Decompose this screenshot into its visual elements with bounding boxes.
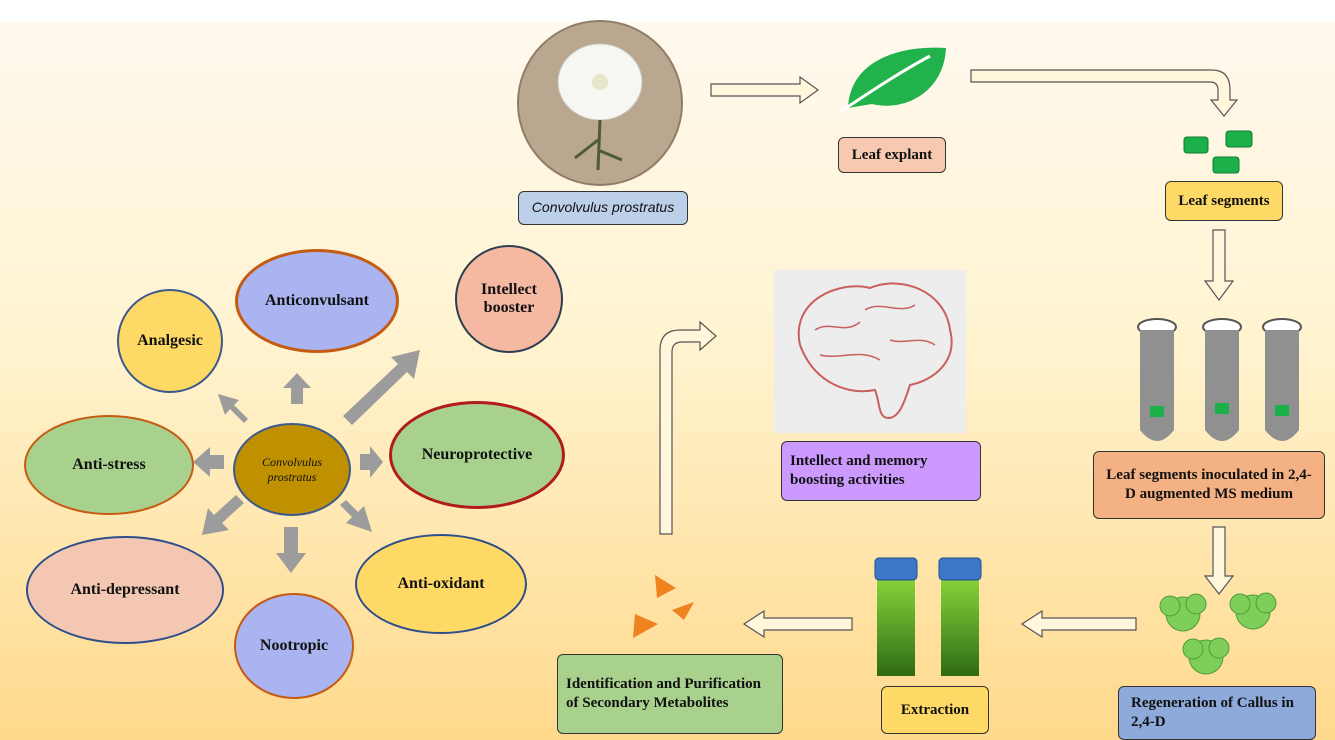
oval-anti-depressant: Anti-depressant	[26, 536, 224, 644]
intellect-booster-text: Intellect booster	[481, 281, 537, 316]
extraction-tubes-icon	[874, 557, 982, 676]
oval-anti-oxidant: Anti-oxidant	[355, 534, 527, 634]
arrow-to-anti-depressant	[202, 495, 244, 535]
flow-arrows	[659, 69, 1239, 639]
leaf-explant-label: Leaf explant	[838, 137, 946, 173]
plant-label-text: Convolvulus prostratus	[531, 199, 675, 216]
identification-label: Identification and Purification of Secon…	[557, 654, 783, 734]
oval-anti-stress: Anti-stress	[24, 415, 194, 515]
arrow-leaf-to-segments	[970, 69, 1239, 117]
oval-analgesic: Analgesic	[117, 289, 223, 393]
inoculated-text: Leaf segments inoculated in 2,4-D augmen…	[1106, 467, 1312, 502]
leaf-segments-icon	[1183, 130, 1253, 174]
analgesic-text: Analgesic	[137, 332, 203, 349]
arrow-to-anti-oxidant	[340, 500, 372, 532]
center-text: Convolvulus prostratus	[262, 454, 322, 484]
inoculated-label: Leaf segments inoculated in 2,4-D augmen…	[1093, 451, 1325, 519]
arrow-to-analgesic	[218, 394, 248, 423]
leaf-icon	[839, 47, 946, 114]
callus-label: Regeneration of Callus in 2,4-D	[1118, 686, 1316, 740]
anti-oxidant-text: Anti-oxidant	[397, 575, 485, 592]
flower-image	[517, 20, 683, 186]
callus-text: Regeneration of Callus in 2,4-D	[1131, 695, 1294, 730]
arrow-segments-to-tubes	[1203, 229, 1235, 302]
intellect-memory-label: Intellect and memory boosting activities	[781, 441, 981, 501]
arrow-callus-to-extraction	[1020, 609, 1137, 639]
anti-stress-text: Anti-stress	[72, 456, 146, 473]
anticonvulsant-text: Anticonvulsant	[264, 292, 370, 309]
identification-text: Identification and Purification of Secon…	[566, 676, 762, 711]
oval-neuroprotective: Neuroprotective	[389, 401, 565, 509]
arrow-extraction-to-metabolites	[742, 609, 853, 639]
arrow-to-neuroprotective	[360, 446, 383, 478]
callus-icon	[1159, 592, 1277, 675]
arrow-tubes-to-callus	[1203, 526, 1235, 595]
leaf-explant-text: Leaf explant	[851, 146, 933, 163]
anti-depressant-text: Anti-depressant	[70, 581, 180, 598]
brain-image	[774, 270, 966, 433]
arrow-to-nootropic	[276, 527, 306, 573]
oval-intellect-booster: Intellect booster	[455, 245, 563, 353]
radial-arrows	[193, 350, 420, 573]
extraction-text: Extraction	[900, 701, 970, 718]
arrow-to-anti-stress	[193, 447, 224, 477]
center-oval: Convolvulus prostratus	[233, 423, 351, 516]
leaf-segments-text: Leaf segments	[1178, 192, 1270, 209]
metabolites-icon	[633, 575, 694, 638]
arrow-plant-to-leaf	[710, 75, 820, 105]
plant-label: Convolvulus prostratus	[518, 191, 688, 225]
extraction-label: Extraction	[881, 686, 989, 734]
nootropic-text: Nootropic	[259, 637, 329, 654]
intellect-memory-text: Intellect and memory boosting activities	[790, 453, 928, 488]
leaf-segments-label: Leaf segments	[1165, 181, 1283, 221]
arrow-to-anticonvulsant	[283, 373, 311, 404]
test-tubes-icon	[1137, 318, 1302, 441]
arrow-to-intellect-booster	[343, 350, 420, 425]
oval-nootropic: Nootropic	[234, 593, 354, 699]
oval-anticonvulsant: Anticonvulsant	[235, 249, 399, 353]
arrow-metabolites-to-brain	[659, 320, 717, 535]
neuroprotective-text: Neuroprotective	[421, 446, 533, 463]
